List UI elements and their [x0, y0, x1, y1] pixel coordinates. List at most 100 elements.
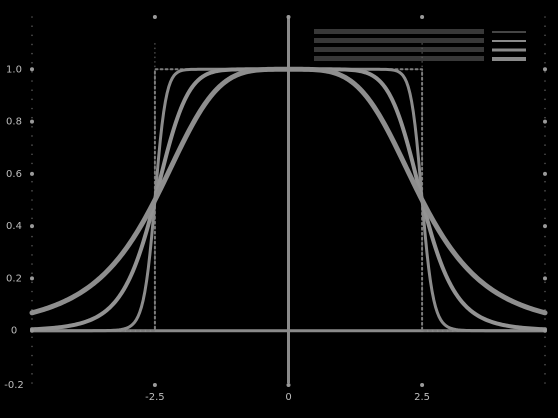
x-tick-label: 2.5	[414, 392, 430, 403]
legend-label-blur	[314, 47, 484, 52]
frame-dot	[31, 116, 33, 119]
y-tick-mark	[30, 171, 34, 176]
frame-dot	[31, 126, 33, 128]
legend	[314, 29, 526, 61]
frame-dot	[31, 180, 33, 183]
y-tick-label: 0.4	[6, 221, 22, 232]
frame-dot	[544, 71, 546, 73]
y-tick-mark	[543, 328, 547, 333]
legend-label-blur	[314, 56, 484, 61]
x-tick-mark	[152, 383, 157, 387]
frame-dot	[31, 272, 33, 275]
frame-dot	[31, 199, 33, 201]
frame-dot	[544, 208, 546, 210]
frame-dot	[544, 190, 546, 192]
frame-dot	[31, 52, 33, 55]
frame-dot	[544, 290, 546, 293]
x-tick-mark	[286, 15, 291, 19]
frame-dot	[544, 135, 546, 137]
y-tick-label: 0.8	[6, 117, 22, 128]
y-tick-mark	[543, 224, 547, 229]
frame-dot	[544, 162, 546, 165]
frame-dot	[31, 25, 33, 27]
y-tick-label: 0.6	[6, 169, 22, 180]
frame-dot	[31, 34, 33, 37]
frame-dot	[31, 144, 33, 146]
frame-dot	[31, 89, 33, 91]
frame-dot	[544, 345, 546, 348]
x-tick-label: -2.5	[145, 392, 165, 403]
frame-dot	[31, 162, 33, 165]
frame-dot	[544, 34, 546, 37]
frame-dot	[31, 16, 33, 18]
frame-dot	[31, 290, 33, 293]
frame-dot	[544, 299, 546, 302]
x-tick-mark	[152, 15, 157, 19]
frame-dot	[544, 263, 546, 265]
frame-dot	[544, 25, 546, 27]
frame-dot	[544, 199, 546, 201]
frame-dot	[544, 16, 546, 18]
frame-dot	[31, 382, 33, 384]
frame-dot	[544, 373, 546, 375]
series-group	[29, 66, 548, 333]
frame-dot	[31, 363, 33, 366]
frame-dot	[31, 336, 33, 339]
x-tick-mark	[286, 383, 291, 387]
frame-dot	[31, 354, 33, 357]
y-corner-label: -0.2	[4, 380, 24, 391]
frame-dot	[31, 98, 33, 101]
frame-dot	[544, 52, 546, 55]
frame-dot	[544, 235, 546, 238]
frame-dot	[544, 281, 546, 284]
frame-dot	[544, 382, 546, 384]
frame-dot	[31, 345, 33, 348]
x-tick-mark	[420, 383, 425, 387]
y-tick-mark	[30, 328, 34, 333]
frame-dot	[544, 363, 546, 366]
frame-dot	[31, 61, 33, 64]
frame-dot	[544, 336, 546, 339]
frame-dot	[31, 263, 33, 265]
y-tick-mark	[543, 119, 547, 124]
y-tick-mark	[543, 276, 547, 281]
frame-dot	[31, 190, 33, 192]
frame-dot	[31, 235, 33, 238]
frame-dot	[544, 98, 546, 101]
frame-dot	[31, 43, 33, 46]
legend-label-blur	[314, 38, 484, 43]
y-tick-label: 0	[11, 326, 17, 337]
frame-dot	[544, 217, 546, 220]
y-tick-label: 0.2	[6, 273, 22, 284]
frame-dot	[544, 254, 546, 256]
frame-dot	[31, 217, 33, 220]
frame-dot	[31, 281, 33, 284]
frame-dot	[31, 254, 33, 256]
y-tick-mark	[30, 67, 34, 72]
frame-dot	[31, 373, 33, 375]
frame-dot	[544, 180, 546, 183]
frame-dot	[544, 89, 546, 91]
y-tick-mark	[30, 224, 34, 229]
frame-dot	[31, 318, 33, 320]
frame-dot	[31, 80, 33, 82]
y-tick-mark	[543, 171, 547, 176]
frame-dot	[544, 354, 546, 357]
frame-dot	[31, 299, 33, 302]
y-tick-label: 1.0	[6, 64, 22, 75]
frame-dot	[544, 126, 546, 128]
frame-dot	[544, 107, 546, 110]
frame-dot	[544, 153, 546, 156]
frame-dot	[544, 318, 546, 320]
frame-dot	[31, 135, 33, 137]
x-tick-label: 0	[285, 392, 291, 403]
frame-dot	[544, 244, 546, 247]
frame-dot	[31, 153, 33, 156]
frame-dot	[31, 208, 33, 210]
y-tick-mark	[543, 67, 547, 72]
frame-dot	[31, 107, 33, 110]
frame-dot	[544, 272, 546, 275]
frame-dot	[544, 80, 546, 82]
